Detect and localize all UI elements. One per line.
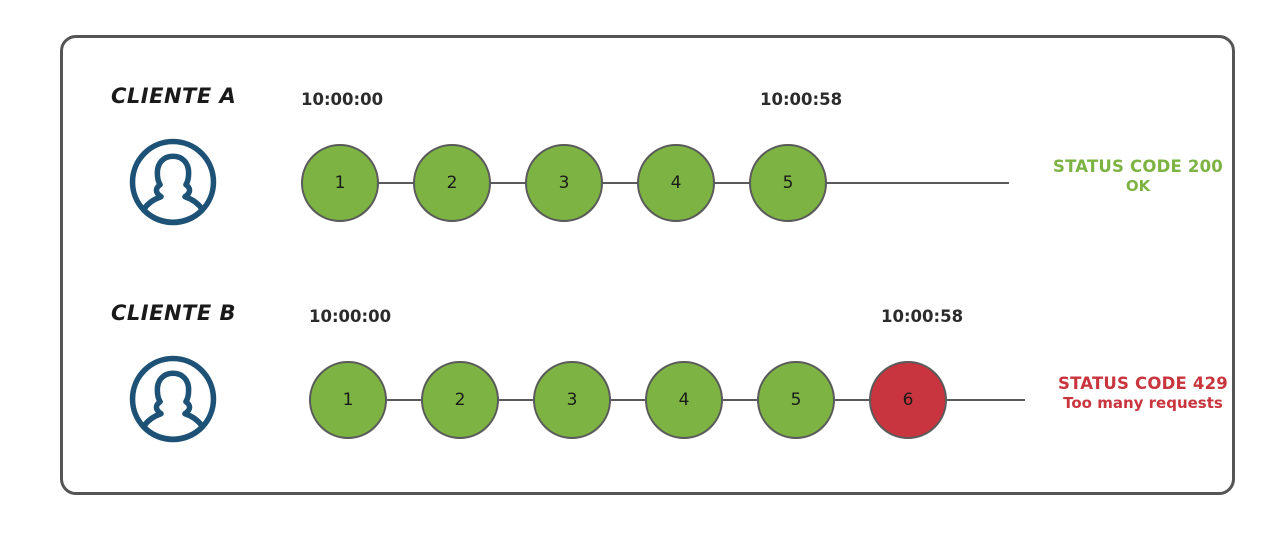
chain-connector — [603, 181, 637, 185]
chain-connector — [715, 181, 749, 185]
request-node[interactable]: 2 — [413, 144, 491, 222]
request-node[interactable]: 2 — [421, 361, 499, 439]
user-avatar-icon — [127, 353, 219, 445]
chain-connector — [491, 181, 525, 185]
request-node-rejected[interactable]: 6 — [869, 361, 947, 439]
timestamp-start-b: 10:00:00 — [309, 307, 392, 326]
status-badge-b: STATUS CODE 429 Too many requests — [1025, 373, 1261, 413]
client-label-b: CLIENTE B — [111, 301, 237, 325]
timestamp-start-a: 10:00:00 — [301, 90, 384, 109]
request-chain-a: 1 2 3 4 5 — [301, 143, 1009, 223]
status-message-text: OK — [1125, 177, 1151, 196]
request-node[interactable]: 5 — [749, 144, 827, 222]
user-avatar-icon — [127, 136, 219, 228]
chain-tail — [827, 181, 1009, 185]
request-node[interactable]: 4 — [637, 144, 715, 222]
request-node[interactable]: 3 — [525, 144, 603, 222]
status-code-text: STATUS CODE 429 — [1058, 374, 1228, 393]
chain-connector — [723, 398, 757, 402]
chain-connector — [387, 398, 421, 402]
request-chain-b: 1 2 3 4 5 6 — [309, 360, 1025, 440]
timestamp-end-a: 10:00:58 — [760, 90, 843, 109]
request-node[interactable]: 3 — [533, 361, 611, 439]
status-badge-a: STATUS CODE 200 OK — [1023, 156, 1253, 196]
request-node[interactable]: 5 — [757, 361, 835, 439]
timestamp-end-b: 10:00:58 — [881, 307, 964, 326]
request-node[interactable]: 1 — [301, 144, 379, 222]
request-node[interactable]: 1 — [309, 361, 387, 439]
chain-tail — [947, 398, 1025, 402]
status-message-text: Too many requests — [1063, 394, 1223, 413]
diagram-panel: CLIENTE A 10:00:00 10:00:58 1 2 3 4 5 ST… — [60, 35, 1235, 495]
client-label-a: CLIENTE A — [111, 84, 237, 108]
chain-connector — [379, 181, 413, 185]
chain-connector — [611, 398, 645, 402]
chain-connector — [499, 398, 533, 402]
chain-connector — [835, 398, 869, 402]
request-node[interactable]: 4 — [645, 361, 723, 439]
status-code-text: STATUS CODE 200 — [1053, 157, 1223, 176]
